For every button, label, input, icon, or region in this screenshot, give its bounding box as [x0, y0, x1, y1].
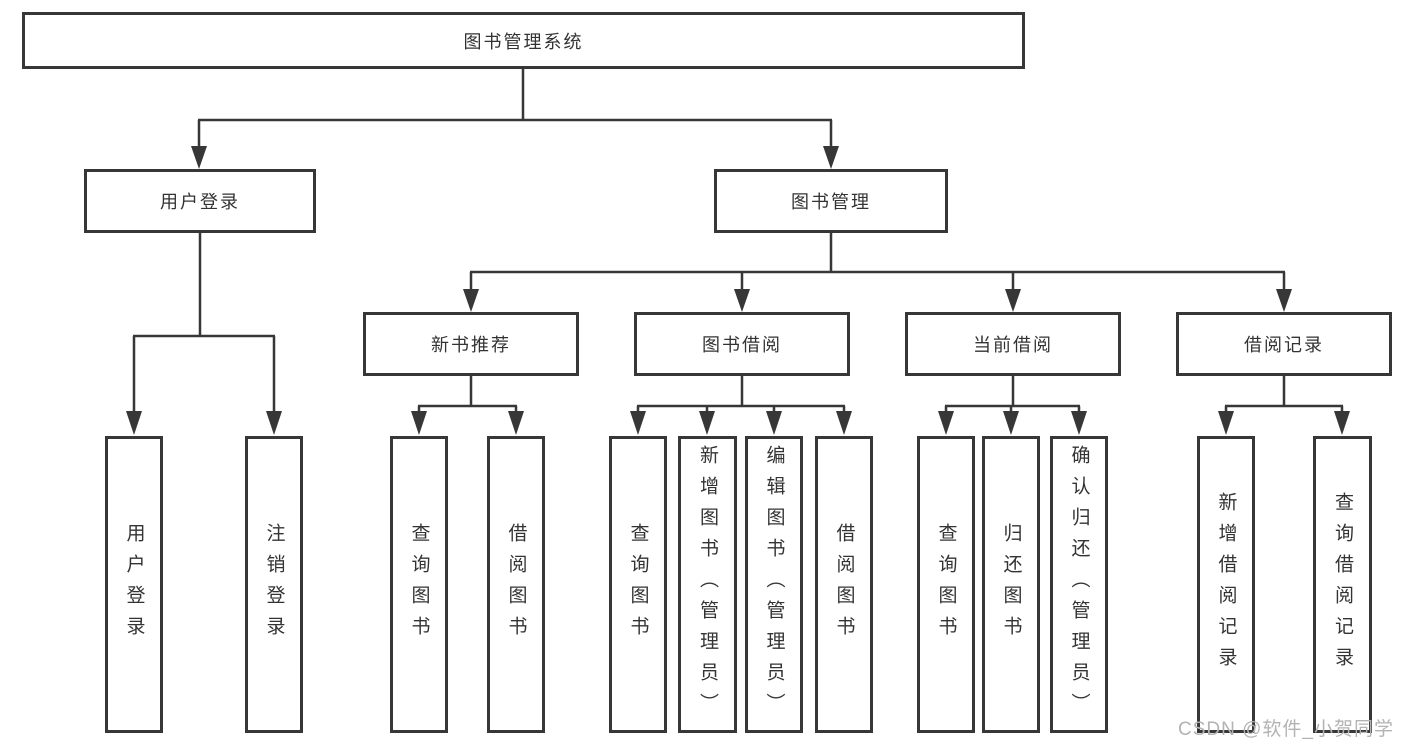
leaf-borrow-books-recommend: 借阅图书	[487, 436, 545, 733]
arrow-down-icon	[1071, 411, 1087, 435]
arrow-down-icon	[1334, 411, 1350, 435]
connector-borrow-records-children	[1224, 376, 1344, 412]
arrow-down-icon	[1218, 411, 1234, 435]
leaf-confirm-return-admin: 确认归还（管理员）	[1050, 436, 1108, 733]
connector-book-mgmt-children	[469, 233, 1286, 290]
leaf-query-books-borrow: 查询图书	[609, 436, 667, 733]
leaf-logout-login: 注销登录	[245, 436, 303, 733]
arrowheads	[126, 146, 1350, 435]
leaf-add-borrow-record: 新增借阅记录	[1197, 436, 1255, 733]
leaf-query-books-recommend: 查询图书	[390, 436, 448, 733]
arrow-down-icon	[266, 411, 282, 435]
connector-current-borrow-children	[944, 376, 1081, 412]
leaf-edit-book-admin: 编辑图书（管理员）	[745, 436, 803, 733]
leaf-borrow-books: 借阅图书	[815, 436, 873, 733]
watermark: CSDN @软件_小贺同学	[1178, 719, 1394, 740]
leaf-query-books-current: 查询图书	[917, 436, 975, 733]
arrow-down-icon	[766, 411, 782, 435]
arrow-down-icon	[411, 411, 427, 435]
arrow-down-icon	[463, 289, 479, 312]
node-library-management-system: 图书管理系统	[22, 12, 1025, 69]
leaf-query-borrow-record: 查询借阅记录	[1313, 436, 1372, 733]
arrow-down-icon	[1276, 289, 1292, 312]
arrow-down-icon	[126, 411, 142, 435]
arrow-down-icon	[734, 289, 750, 312]
leaf-add-book-admin: 新增图书（管理员）	[678, 436, 737, 733]
node-book-management: 图书管理	[714, 169, 948, 233]
connector-root-to-level2	[197, 69, 833, 147]
arrow-down-icon	[1005, 289, 1021, 312]
connector-book-borrow-children	[636, 376, 846, 412]
node-new-book-recommend: 新书推荐	[363, 312, 579, 376]
node-book-borrow: 图书借阅	[634, 312, 850, 376]
arrow-down-icon	[508, 411, 524, 435]
arrow-down-icon	[823, 146, 839, 169]
arrow-down-icon	[836, 411, 852, 435]
arrow-down-icon	[630, 411, 646, 435]
node-borrow-records: 借阅记录	[1176, 312, 1392, 376]
arrow-down-icon	[1003, 411, 1019, 435]
arrow-down-icon	[191, 146, 207, 169]
leaf-return-book: 归还图书	[982, 436, 1040, 733]
node-current-borrow: 当前借阅	[905, 312, 1121, 376]
leaf-user-login: 用户登录	[105, 436, 163, 733]
connector-user-login-children	[132, 233, 276, 412]
connector-paths	[132, 69, 1344, 412]
arrow-down-icon	[699, 411, 715, 435]
connector-new-book-children	[417, 376, 518, 412]
arrow-down-icon	[938, 411, 954, 435]
node-user-login: 用户登录	[84, 169, 316, 233]
